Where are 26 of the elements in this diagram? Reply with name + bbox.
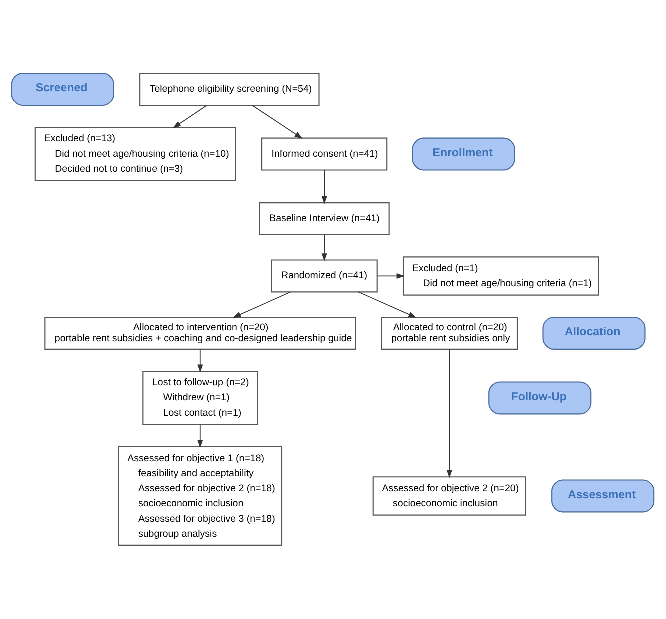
node-box: Assessed for objective 1 (n=18) feasibility and acceptability Assessed for objective 2 (n=18) socioeconomic inclusion Assessed for objective 3 (n=18) subgroup analysis <box>118 446 283 546</box>
arrow <box>233 292 292 318</box>
node-box: Follow-Up <box>488 382 592 415</box>
node-box: Allocated to control (n=20) portable rent subsidies only <box>381 316 518 350</box>
node-box: Assessed for objective 2 (n=20) socioeconomic inclusion <box>372 476 526 516</box>
arrow <box>322 170 328 204</box>
arrow <box>322 234 328 262</box>
node-box: Excluded (n=13) Did not meet age/housing criteria (n=10) Decided not to continue (n=3) <box>34 127 236 182</box>
node-box: Assessment <box>552 480 655 513</box>
node-box: Screened <box>11 73 114 106</box>
node-box: Informed consent (n=41) <box>262 138 388 171</box>
node-box: Randomized (n=41) <box>271 260 378 293</box>
arrow <box>198 349 204 373</box>
node-box: Excluded (n=1) Did not meet age/housing criteria (n=1) <box>402 256 600 296</box>
node-box: Allocated to intervention (n=20) portable rent subsidies + coaching and co-designed leadership guide <box>44 316 356 350</box>
node-box: Allocation <box>542 316 646 350</box>
node-box: Enrollment <box>412 138 516 171</box>
arrow <box>446 349 452 478</box>
node-box: Telephone eligibility screening (N=54) <box>140 73 320 106</box>
arrow <box>358 292 417 318</box>
node-box: Lost to follow-up (n=2) Withdrew (n=1) Lost contact (n=1) <box>142 371 258 426</box>
arrow <box>252 105 303 139</box>
arrow <box>198 424 204 448</box>
node-box: Baseline Interview (n=41) <box>259 202 390 236</box>
arrow <box>173 105 208 128</box>
arrow <box>377 273 405 280</box>
